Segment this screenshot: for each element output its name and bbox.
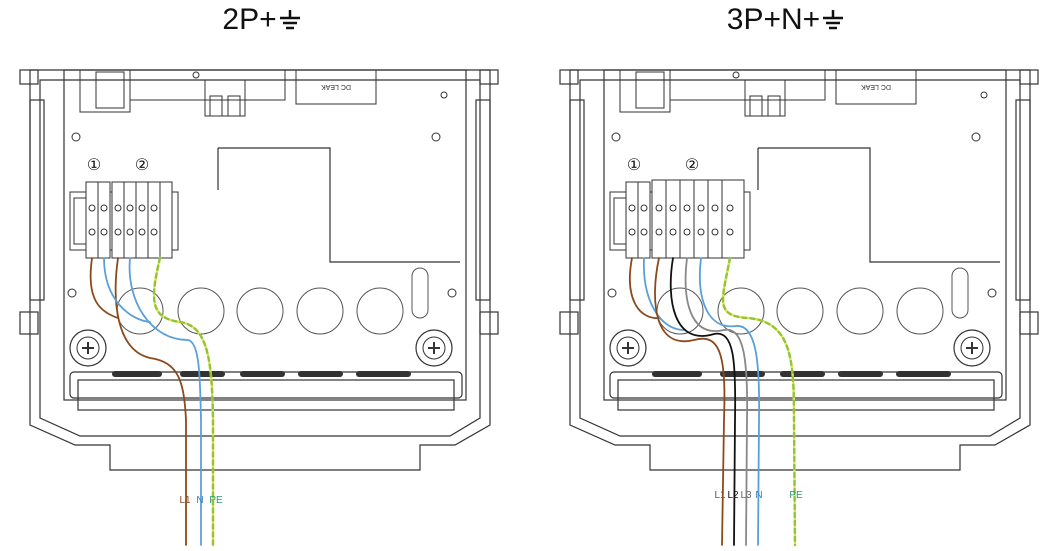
top-components <box>79 69 377 117</box>
bottom-clips <box>112 371 411 377</box>
terminal-blocks <box>69 181 179 259</box>
terminal-blocks <box>609 179 751 259</box>
wires <box>89 256 215 547</box>
enclosure <box>559 69 1039 471</box>
wire-label-n: N <box>755 490 762 501</box>
marker-2: ② <box>685 155 699 174</box>
wiring-diagram-3p: DC LEAK ① ② <box>559 69 1039 547</box>
wire-blue-1 <box>103 257 151 323</box>
title-text: 2P+ <box>222 3 277 37</box>
screw-icon <box>415 329 453 367</box>
wire-label-pe: PE <box>789 490 803 501</box>
wire-grey-l3 <box>684 257 749 546</box>
wire-brown-1 <box>89 257 119 319</box>
wire-label-l2: L2 <box>727 490 739 501</box>
marker-1: ① <box>87 155 101 174</box>
wire-blue-n <box>699 257 761 546</box>
wire-label-l1: L1 <box>179 495 191 506</box>
earth-ground-icon <box>279 10 300 30</box>
small-screws <box>607 71 997 298</box>
enclosure <box>19 69 499 471</box>
panel-3p-n-earth: 3P+N+ DC LEAK <box>524 0 1048 551</box>
bottom-clips <box>652 371 951 377</box>
small-screws <box>67 71 457 298</box>
wire-black-l2 <box>669 257 737 546</box>
wire-label-l1: L1 <box>714 490 726 501</box>
wire-brown-1 <box>629 257 661 319</box>
panel-title-3p: 3P+N+ <box>524 2 1048 37</box>
earth-ground-icon <box>823 10 844 30</box>
cable-glands <box>116 267 429 335</box>
dc-leak-label: DC LEAK <box>861 83 891 90</box>
wire-blue-n <box>128 257 202 546</box>
wire-label-pe: PE <box>209 495 223 506</box>
title-text: 3P+N+ <box>726 3 821 37</box>
marker-2: ② <box>135 155 149 174</box>
marker-1: ① <box>627 155 641 174</box>
wires <box>629 256 797 547</box>
wire-label-l3: L3 <box>740 490 752 501</box>
screw-icon <box>953 329 991 367</box>
panel-title-2p: 2P+ <box>0 2 524 37</box>
panel-2p-earth: 2P+ DC LEAK <box>0 2 524 547</box>
wire-label-n: N <box>196 495 203 506</box>
wire-brown-l1 <box>654 257 726 546</box>
wire-brown-l1 <box>114 257 187 546</box>
top-components <box>619 69 917 117</box>
screw-icon <box>69 329 107 367</box>
wire-blue-1 <box>643 257 685 331</box>
dc-leak-label: DC LEAK <box>321 83 351 90</box>
screw-icon <box>609 329 647 367</box>
wiring-diagram-2p: DC LEAK ① ② <box>19 69 499 547</box>
